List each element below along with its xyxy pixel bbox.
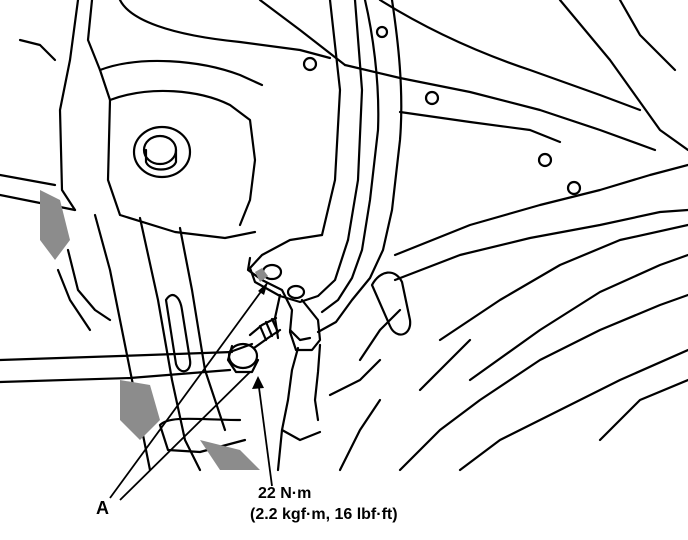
right-frame-rails — [328, 163, 688, 472]
leader-arrowheads — [252, 282, 268, 389]
stabilizer-link — [276, 343, 322, 472]
part-label-a: A — [96, 498, 109, 518]
torque-spec-metric: 22 N·m — [258, 485, 312, 502]
flange-bolt — [226, 316, 282, 374]
strut-mount-bolt — [132, 125, 192, 179]
shading — [40, 190, 268, 470]
torque-spec-conversion: (2.2 kgf·m, 16 lbf·ft) — [250, 506, 398, 523]
body-panel — [0, 0, 688, 240]
lower-subframe — [0, 213, 247, 472]
leader-lines — [109, 281, 273, 501]
shock-absorber — [248, 0, 403, 334]
panel-holes — [302, 25, 582, 196]
